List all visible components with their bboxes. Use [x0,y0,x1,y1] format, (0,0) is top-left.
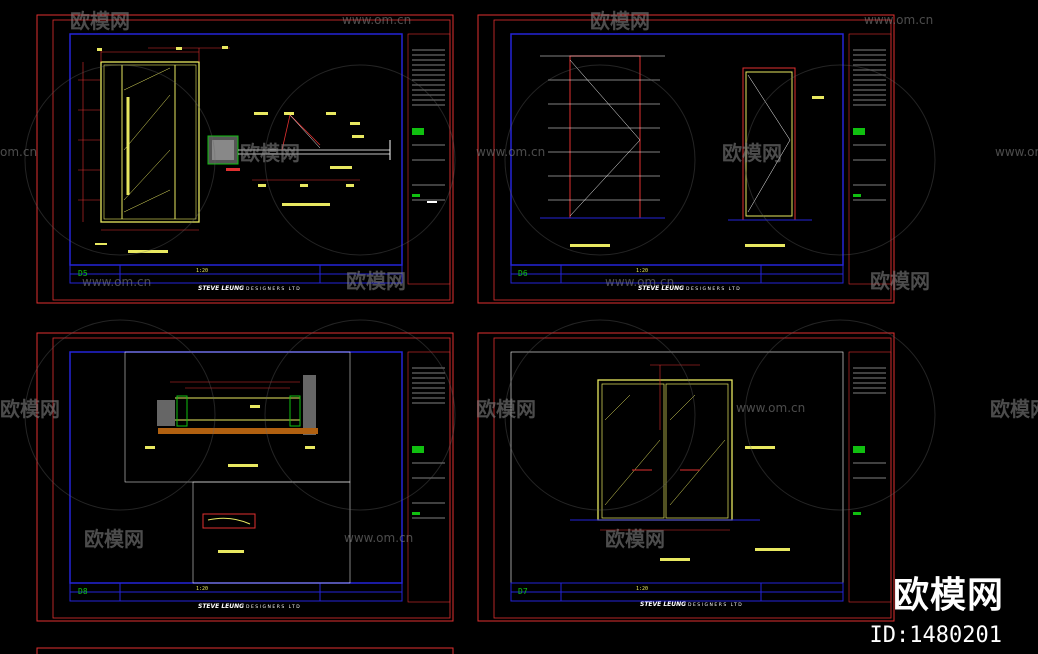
company-suffix-d7: DESIGNERS LTD [688,602,743,608]
sheet-scale-d7: 1:20 [636,586,648,592]
company-name-d8: STEVE LEUNG [198,603,244,610]
company-suffix-d8: DESIGNERS LTD [246,604,301,610]
wm-brand: 欧模网 [84,527,144,551]
wm-url: www.om.cn [864,13,933,27]
sheet-code-d6: D6 [518,269,528,278]
wm-brand: 欧模网 [870,269,930,293]
wm-brand: 欧模网 [990,397,1038,421]
watermark-id: ID:1480201 [869,623,1002,648]
wm-brand: 欧模网 [722,141,782,165]
company-suffix-d6: DESIGNERS LTD [686,286,741,292]
sheet-code-d7: D7 [518,587,528,596]
wm-url: www.om.cn [736,401,805,415]
wm-brand: 欧模网 [240,141,300,165]
wm-url-short: om.cn [0,145,37,159]
wm-url: www.om.cn [995,145,1038,159]
wm-url: www.om.cn [605,275,674,289]
company-name-d7: STEVE LEUNG [640,601,686,608]
company-suffix-d5: DESIGNERS LTD [246,286,301,292]
wm-url: www.om.cn [476,145,545,159]
sheet-d6: D6 1:20 STEVE LEUNG DESIGNERS LTD [477,14,895,304]
sheet-d7: D7 1:20 STEVE LEUNG DESIGNERS LTD [477,332,895,622]
wm-brand: 欧模网 [0,397,60,421]
wm-url: www.om.cn [82,275,151,289]
sheet-scale-d5: 1:20 [196,268,208,274]
wm-brand: 欧模网 [590,9,650,33]
company-name-d5: STEVE LEUNG [198,285,244,292]
company-name-d6: STEVE LEUNG [638,285,684,292]
sheet-code-d8: D8 [78,587,88,596]
sheet-code-d5: D5 [78,269,88,278]
wm-brand: 欧模网 [70,9,130,33]
watermark-layer: 欧模网 www.om.cn 欧模网 www.om.cn om.cn 欧模网 ww… [0,9,1038,551]
sheet-d8: D8 1:20 STEVE LEUNG DESIGNERS LTD [36,332,454,622]
watermark-circles [24,64,936,511]
wm-brand: 欧模网 [605,527,665,551]
sheet-d5: D5 1:20 STEVE LEUNG DESIGNERS LTD [36,14,454,304]
watermark-brand-large: 欧模网 [892,575,1004,616]
sheet-partial-bottom [36,647,454,654]
sheet-scale-d6: 1:20 [636,268,648,274]
sheet-scale-d8: 1:20 [196,586,208,592]
wm-url: www.om.cn [342,13,411,27]
wm-brand: 欧模网 [346,269,406,293]
wm-url: www.om.cn [344,531,413,545]
wm-brand: 欧模网 [476,397,536,421]
